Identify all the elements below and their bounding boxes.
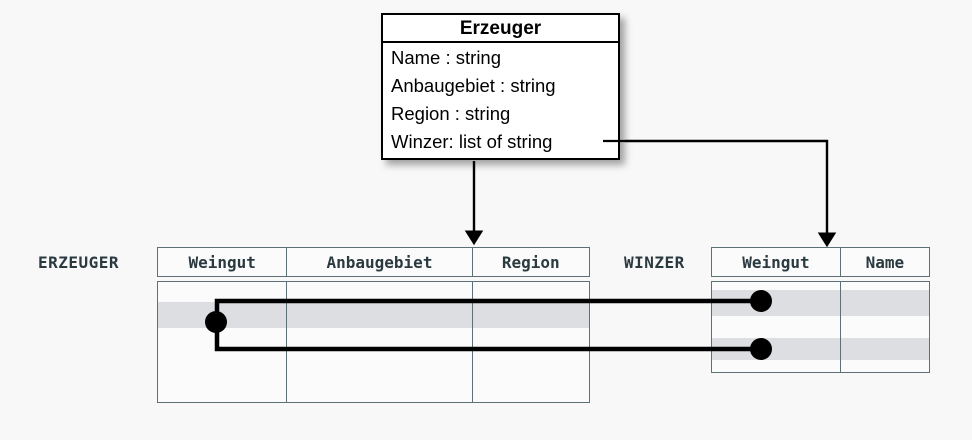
- table-header-erzeuger: Weingut Anbaugebiet Region: [157, 247, 590, 277]
- table-row: [158, 356, 589, 402]
- uml-attribute-winzer: Winzer: list of string: [391, 131, 553, 152]
- table-cell: [712, 316, 841, 338]
- table-cell: [158, 282, 288, 302]
- uml-attribute-name: Name : string: [391, 47, 502, 68]
- table-cell: [712, 290, 841, 316]
- table-body-erzeuger: [157, 281, 590, 403]
- table-cell: [841, 290, 929, 316]
- table-row: [712, 282, 929, 290]
- table-cell: [287, 356, 473, 402]
- table-cell: [841, 316, 929, 338]
- table-cell: [473, 302, 589, 328]
- table-cell: [158, 356, 288, 402]
- table-row: [158, 302, 589, 328]
- arrow-winzer-attribute-to-winzer-table: [625, 139, 837, 248]
- table-label-winzer: WINZER: [624, 253, 685, 272]
- table-row: [158, 328, 589, 356]
- table-row: [712, 360, 929, 372]
- table-cell: [158, 302, 288, 328]
- table-cell: [712, 338, 841, 360]
- table-cell: [841, 360, 929, 372]
- uml-attribute-region: Region : string: [391, 103, 511, 124]
- table-row: [712, 290, 929, 316]
- column-header-anbaugebiet: Anbaugebiet: [287, 248, 473, 276]
- table-cell: [841, 338, 929, 360]
- table-cell: [287, 282, 473, 302]
- table-cell: [473, 356, 589, 402]
- table-cell: [287, 302, 473, 328]
- column-header-weingut: Weingut: [158, 248, 288, 276]
- table-row: [712, 316, 929, 338]
- column-header-region: Region: [501, 252, 560, 272]
- column-header-name: Name: [865, 252, 905, 272]
- table-body-winzer: [711, 281, 930, 373]
- uml-attribute-anbaugebiet: Anbaugebiet : string: [391, 75, 556, 96]
- column-header-weingut: Weingut: [712, 248, 841, 276]
- table-cell: [473, 282, 589, 302]
- uml-class-box-erzeuger: Erzeuger Name : string Anbaugebiet : str…: [381, 13, 620, 160]
- table-header-winzer: Weingut Name: [711, 247, 930, 277]
- table-cell: [473, 328, 589, 356]
- table-label-erzeuger: ERZEUGER: [38, 253, 120, 272]
- table-row: [158, 282, 589, 302]
- uml-class-name: Erzeuger: [383, 15, 618, 43]
- table-row: [712, 338, 929, 360]
- table-cell: [712, 282, 841, 290]
- uml-attribute-list: Name : string Anbaugebiet : string Regio…: [383, 43, 618, 156]
- table-cell: [712, 360, 841, 372]
- table-cell: [158, 328, 288, 356]
- table-cell: [287, 328, 473, 356]
- table-cell: [841, 282, 929, 290]
